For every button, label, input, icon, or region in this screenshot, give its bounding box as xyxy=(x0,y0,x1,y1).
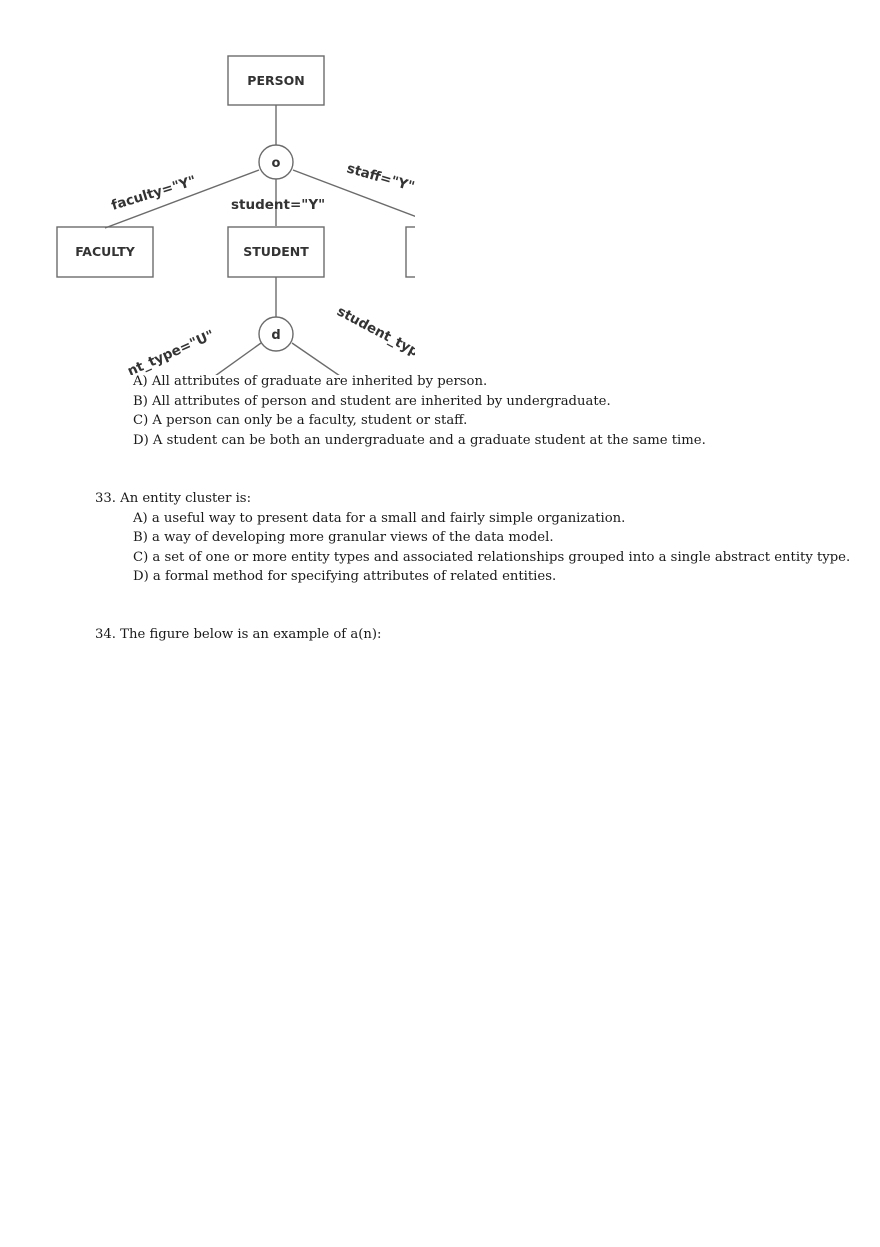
staff-discriminator-label: staff="Y" xyxy=(345,160,416,195)
q33-option-a: A) a useful way to present data for a sm… xyxy=(133,511,626,526)
faculty-entity-box xyxy=(56,226,154,278)
q33-option-c: C) a set of one or more entity types and… xyxy=(133,550,851,565)
undergrad-discriminator-label: nt_type="U" xyxy=(125,327,217,380)
undergrad-connector xyxy=(215,342,262,375)
q32-option-d: D) A student can be both an undergraduat… xyxy=(133,433,706,448)
grad-discriminator-label: student_typ xyxy=(334,303,422,360)
staff-connector xyxy=(292,169,415,218)
q32-option-c: C) A person can only be a faculty, stude… xyxy=(133,413,468,428)
faculty-connector xyxy=(104,169,260,229)
q32-option-b: B) All attributes of person and student … xyxy=(133,394,611,409)
faculty-discriminator-label: faculty="Y" xyxy=(109,173,197,214)
disjoint-circle xyxy=(258,316,294,352)
q32-option-a: A) All attributes of graduate are inheri… xyxy=(133,374,488,389)
grad-connector xyxy=(291,342,340,375)
faculty-label: FACULTY xyxy=(75,244,136,259)
disjoint-symbol: d xyxy=(271,328,280,343)
eer-diagram: PERSON FACULTY STUDENT o d faculty="Y" s… xyxy=(56,55,422,380)
person-label: PERSON xyxy=(247,73,304,88)
q33-option-d: D) a formal method for specifying attrib… xyxy=(133,569,557,584)
overlap-symbol: o xyxy=(272,156,281,171)
q33-option-b: B) a way of developing more granular vie… xyxy=(133,530,554,545)
student-discriminator-label: student="Y" xyxy=(231,197,325,213)
student-label: STUDENT xyxy=(243,244,309,259)
q34-question: 34. The figure below is an example of a(… xyxy=(95,627,382,642)
staff-entity-box xyxy=(405,226,415,278)
q33-question: 33. An entity cluster is: xyxy=(95,491,252,506)
